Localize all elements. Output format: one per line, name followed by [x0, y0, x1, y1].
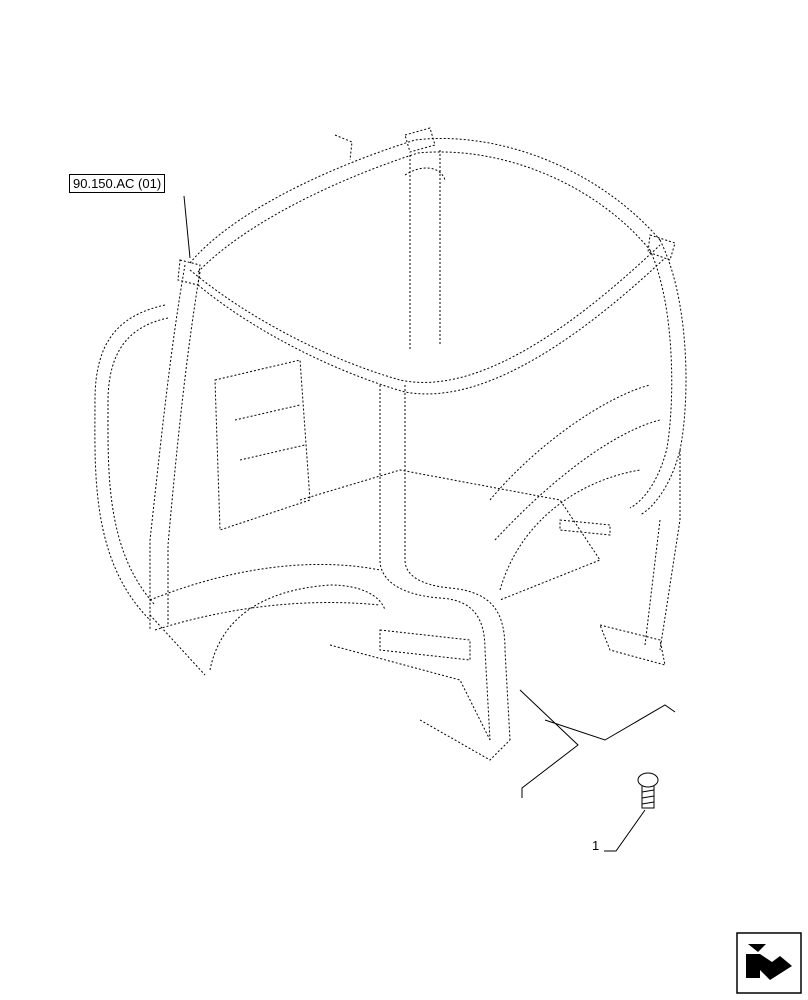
floor-slot-right: [559, 519, 611, 536]
right-lower-post: [644, 450, 681, 651]
rear-center-post: [409, 150, 441, 350]
next-page-arrow-icon[interactable]: [736, 932, 802, 994]
left-fender-edge: [154, 602, 381, 631]
right-wheel-arch: [499, 469, 641, 591]
roof-arch-inner: [197, 151, 651, 273]
lower-frame-left: [149, 614, 206, 676]
roof-bracket: [334, 134, 353, 161]
roof-corner-front: [404, 127, 436, 153]
rear-panel-details: [234, 404, 306, 461]
roof-corner-right: [647, 234, 676, 261]
lower-frame-right: [599, 624, 666, 666]
bolt-icon: [637, 772, 659, 809]
right-pillar-inner: [629, 249, 673, 509]
right-fender-edge: [494, 419, 661, 541]
left-door-inner: [107, 317, 169, 606]
left-fender-top: [149, 563, 381, 601]
front-pillar-outer: [379, 385, 491, 741]
roof-rear-beam-inner: [197, 257, 666, 395]
break-lines: [519, 689, 676, 798]
left-pillar-inner: [167, 271, 201, 625]
right-pillar-outer: [639, 239, 687, 516]
floor-slot-front: [379, 629, 471, 661]
reference-leader: [183, 195, 191, 259]
roof-corner-left: [177, 259, 201, 286]
right-fender-top: [489, 384, 651, 501]
left-door-outer: [94, 304, 166, 621]
roof-rear-beam-outer: [189, 244, 661, 383]
rear-left-panel: [214, 359, 311, 531]
floor-plate: [299, 469, 601, 601]
lower-frame-front: [329, 644, 511, 761]
left-pillar-outer: [149, 264, 186, 630]
rear-post-top: [404, 167, 446, 181]
left-wheel-arch: [209, 584, 386, 671]
callout-number: 1: [592, 838, 600, 853]
roof-arch-outer: [189, 138, 661, 264]
cab-frame: [94, 127, 687, 761]
front-pillar-inner: [404, 385, 511, 741]
callout-leader: [604, 809, 646, 852]
reference-label[interactable]: 90.150.AC (01): [69, 174, 166, 193]
